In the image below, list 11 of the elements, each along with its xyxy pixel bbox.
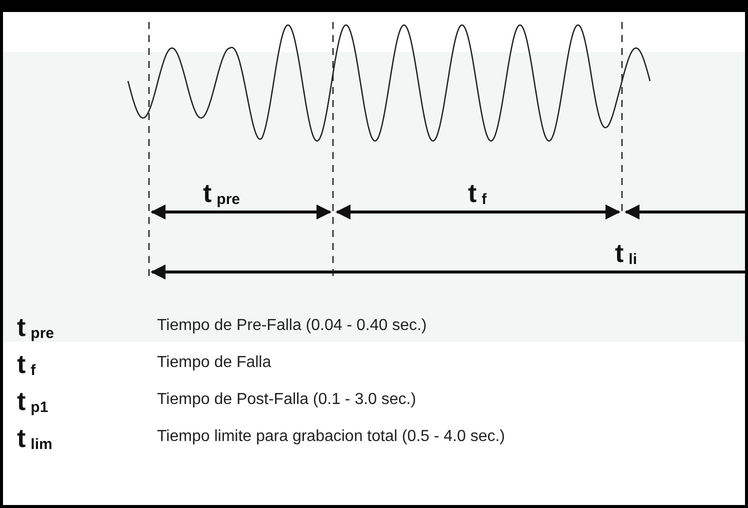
symbol-description: Tiempo de Falla [157, 354, 272, 372]
symbol-description: Tiempo de Pre-Falla (0.04 - 0.40 sec.) [157, 317, 427, 335]
symbol-label: t$_{p1}$ [17, 388, 48, 418]
dimension-label: t$_{f}$ [468, 180, 487, 210]
symbol-label: t$_{lim}$ [17, 425, 52, 455]
symbol-label: t$_{pre}$ [17, 314, 54, 344]
dimension-label: t$_{pre}$ [203, 180, 240, 210]
symbol-label: t$_{f}$ [17, 351, 36, 381]
dimension-label: t$_{li}$ [615, 240, 638, 270]
symbol-description: Tiempo limite para grabacion total (0.5 - 4.0 sec.) [157, 428, 506, 446]
symbol-description: Tiempo de Post-Falla (0.1 - 3.0 sec.) [157, 391, 416, 409]
